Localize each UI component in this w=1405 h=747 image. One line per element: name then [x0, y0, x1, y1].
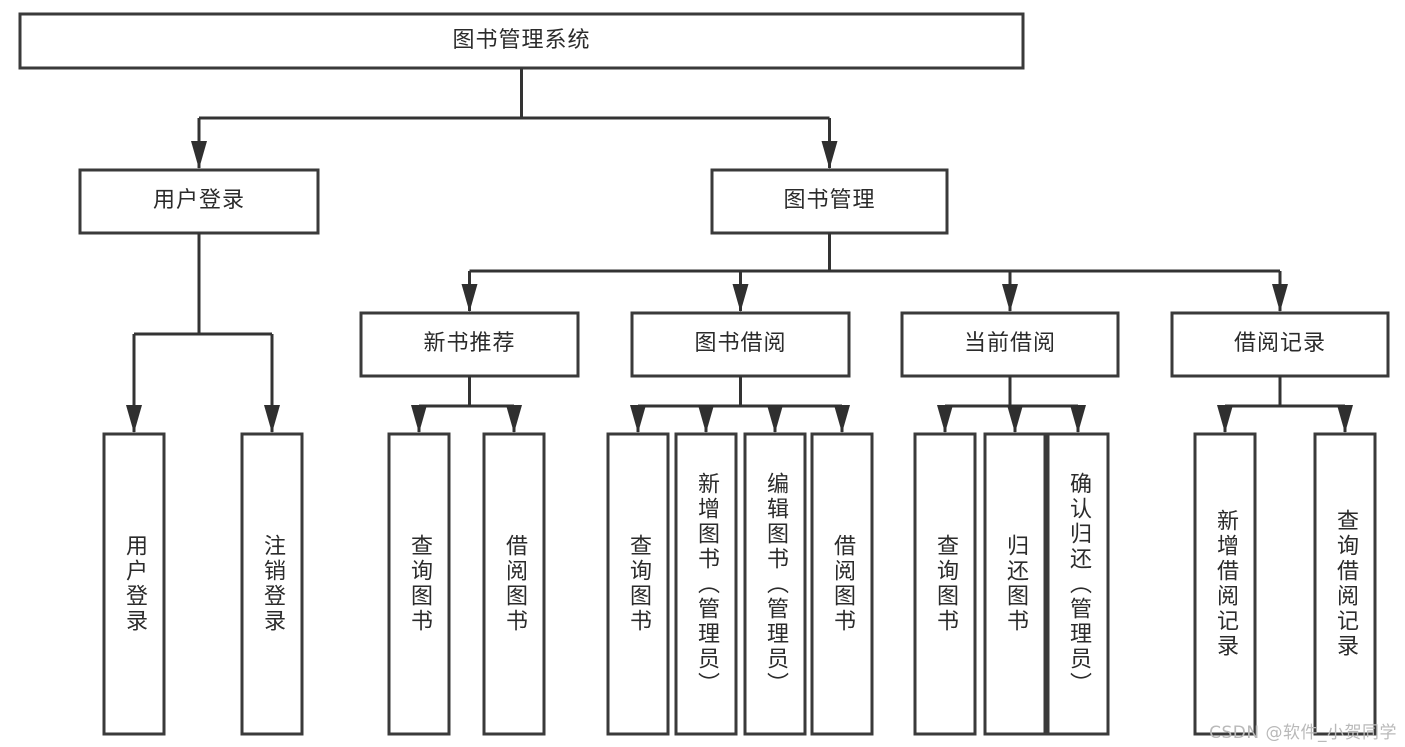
- node-box-new-book-recommend: [359, 311, 580, 378]
- arrow-head-icon-leaf-user-login: [126, 405, 142, 433]
- node-box-leaf-user-login: [102, 432, 166, 736]
- arrow-head-icon-current-borrow: [1002, 284, 1018, 312]
- arrow-head-icon-user-login: [191, 141, 207, 169]
- arrow-head-icon-leaf-add-book: [698, 405, 714, 433]
- arrow-head-icon-leaf-edit-book: [767, 405, 783, 433]
- node-box-book-borrow: [630, 311, 851, 378]
- arrow-head-icon-borrow-record: [1272, 284, 1288, 312]
- node-box-user-login: [78, 168, 320, 235]
- arrow-head-icon-leaf-query-record: [1337, 405, 1353, 433]
- node-box-leaf-add-book: [674, 432, 738, 736]
- node-box-leaf-return-book: [983, 432, 1047, 736]
- node-box-leaf-add-record: [1193, 432, 1257, 736]
- watermark: CSDN @软件_小贺同学: [1209, 723, 1397, 743]
- arrow-head-icon-leaf-user-logout: [264, 405, 280, 433]
- node-box-leaf-borrow-book-2: [810, 432, 874, 736]
- node-box-leaf-query-book-3: [913, 432, 977, 736]
- node-box-current-borrow: [900, 311, 1120, 378]
- arrow-head-icon-leaf-query-book-3: [937, 405, 953, 433]
- arrow-head-icon-leaf-query-book-1: [411, 405, 427, 433]
- connector-lines-group: [126, 68, 1353, 433]
- node-box-root: [18, 12, 1025, 70]
- arrow-head-icon-book-manage: [821, 141, 838, 169]
- arrow-head-icon-leaf-borrow-book-1: [506, 405, 522, 433]
- node-box-leaf-query-book-2: [606, 432, 670, 736]
- node-box-leaf-edit-book: [743, 432, 807, 736]
- arrow-head-icon-leaf-borrow-book-2: [834, 405, 850, 433]
- node-box-book-manage: [710, 168, 949, 235]
- node-box-leaf-query-record: [1313, 432, 1377, 736]
- node-box-leaf-confirm-return: [1046, 432, 1110, 736]
- arrow-head-icon-leaf-confirm-return: [1070, 405, 1086, 433]
- node-box-leaf-query-book-1: [387, 432, 451, 736]
- node-box-borrow-record: [1170, 311, 1390, 378]
- arrow-head-icon-leaf-return-book: [1007, 405, 1023, 433]
- node-box-leaf-user-logout: [240, 432, 304, 736]
- arrow-head-icon-leaf-add-record: [1217, 405, 1233, 433]
- node-boxes-group: [18, 12, 1390, 736]
- arrow-head-icon-leaf-query-book-2: [630, 405, 646, 433]
- arrow-head-icon-book-borrow: [732, 284, 749, 312]
- arrow-head-icon-new-book-recommend: [461, 284, 478, 312]
- node-box-leaf-borrow-book-1: [482, 432, 546, 736]
